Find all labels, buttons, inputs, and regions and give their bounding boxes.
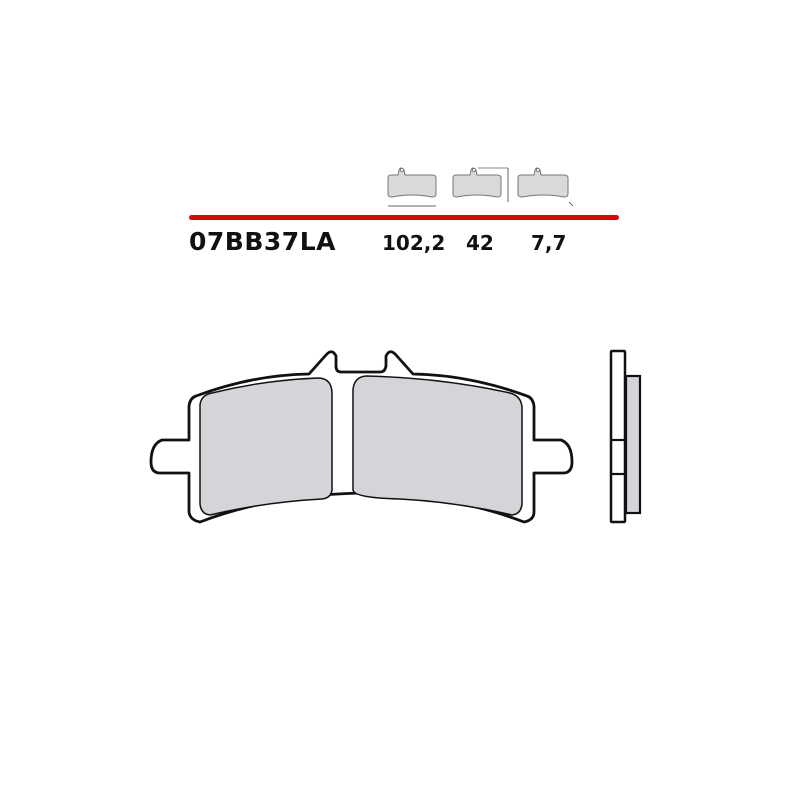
thickness-value: 7,7	[531, 231, 567, 255]
product-code: 07BB37LA	[189, 227, 336, 256]
dimension-legend-icons	[380, 160, 580, 216]
friction-pad-right	[352, 375, 523, 516]
length-value: 102,2	[382, 231, 446, 255]
height-value: 42	[466, 231, 494, 255]
pad-thickness-dimension-icon	[517, 167, 574, 207]
pad-height-dimension-icon	[452, 167, 509, 202]
accent-divider	[189, 215, 619, 220]
friction-pad-left	[199, 377, 333, 516]
side-view	[609, 349, 642, 524]
pad-length-dimension-icon	[387, 167, 437, 207]
